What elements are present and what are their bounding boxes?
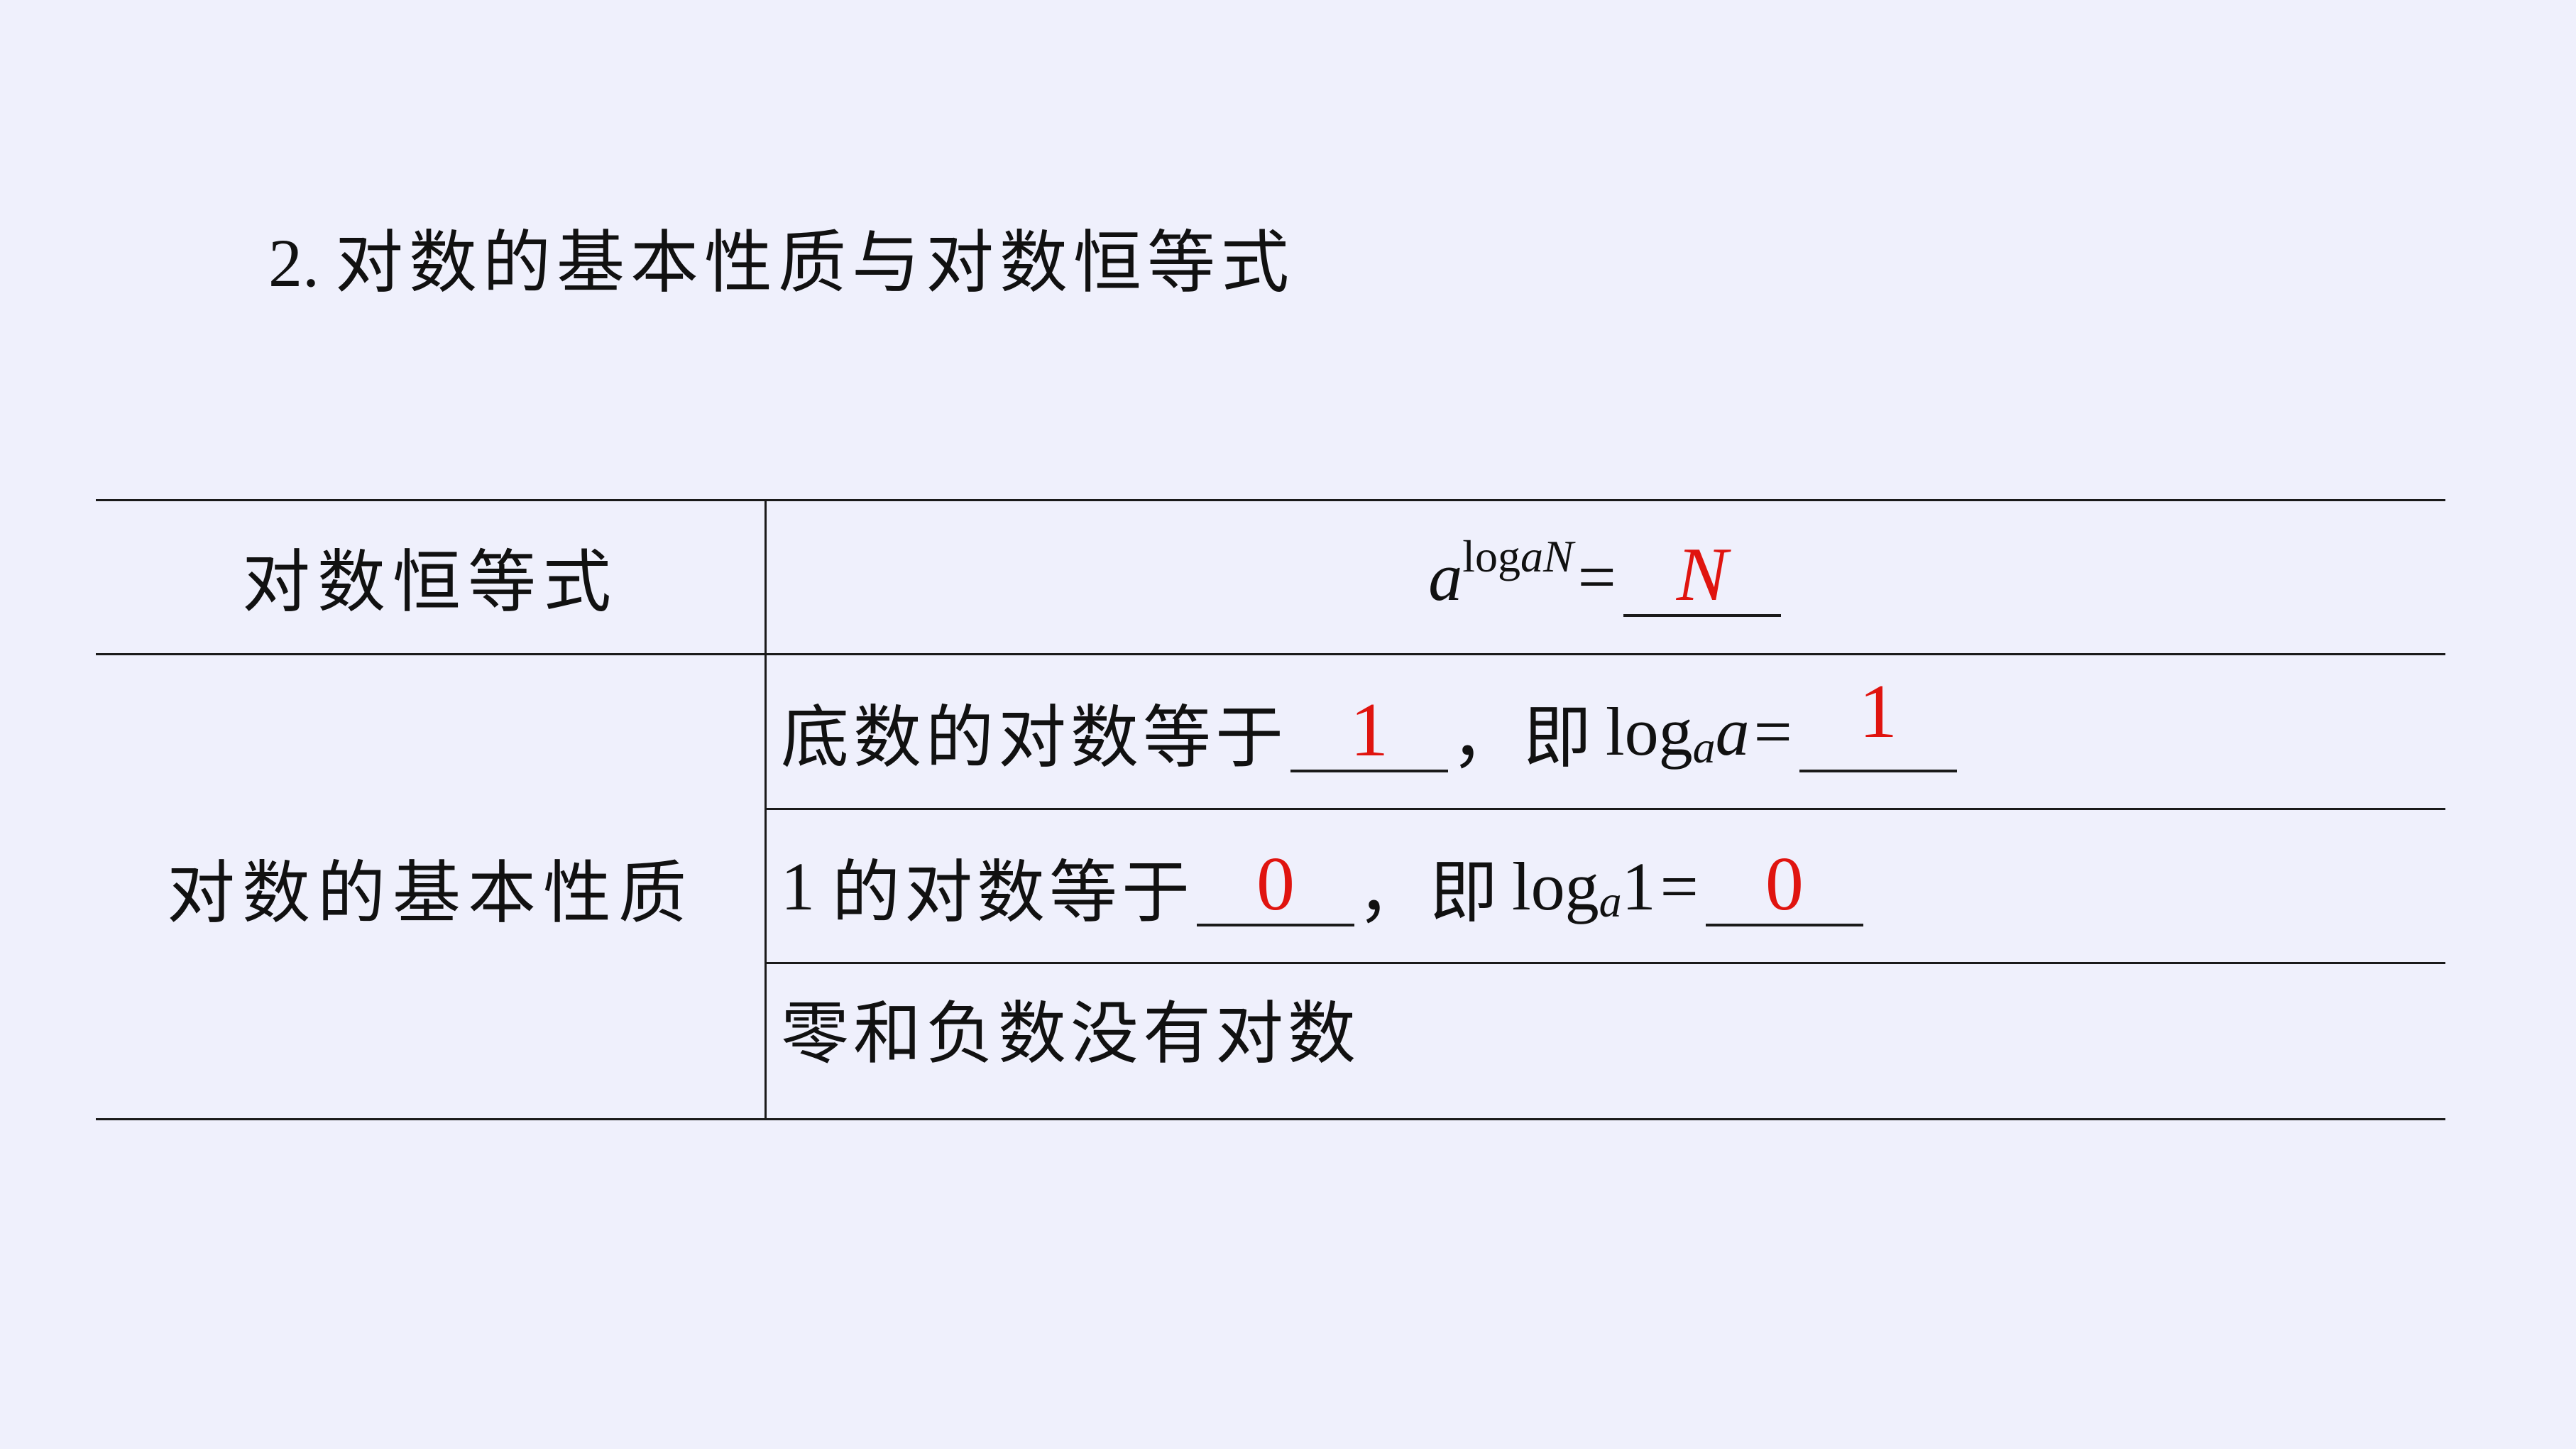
- identity-label-cell: 对数恒等式: [96, 499, 764, 653]
- table-subrow-rule: [764, 808, 2445, 810]
- properties-label-cell: 对数的基本性质: [96, 655, 764, 1118]
- equals-sign: =: [1753, 694, 1792, 770]
- section-heading: 2.对数的基本性质与对数恒等式: [268, 213, 1295, 312]
- answer-blank: 0: [1197, 846, 1354, 926]
- property-text: 的对数等于: [832, 852, 1194, 932]
- properties-label: 对数的基本性质: [167, 853, 694, 933]
- property-connector: ，即: [1451, 698, 1596, 777]
- table-bottom-rule: [96, 1118, 2445, 1120]
- identity-label: 对数恒等式: [242, 542, 618, 622]
- log-base: a: [1599, 876, 1622, 926]
- equals-sign: =: [1660, 848, 1699, 924]
- answer-blank: 1: [1290, 691, 1448, 772]
- table-column-divider: [764, 499, 767, 1120]
- identity-formula: alogaN=N: [1428, 531, 1784, 617]
- table-top-rule: [96, 499, 2445, 501]
- identity-formula-cell: alogaN=N: [767, 499, 2445, 653]
- log-symbol: log: [1606, 694, 1693, 770]
- log-argument: 1: [1621, 848, 1656, 924]
- table-row-rule: [96, 653, 2445, 655]
- property-row: 零和负数没有对数: [767, 964, 2431, 1118]
- log-symbol: log: [1512, 848, 1599, 924]
- property-text: 底数的对数等于: [781, 698, 1288, 777]
- property-number: 1: [781, 848, 815, 924]
- equals-sign: =: [1577, 538, 1616, 615]
- log-base: a: [1692, 721, 1716, 772]
- answer-blank: N: [1623, 535, 1781, 617]
- section-number: 2.: [268, 225, 319, 301]
- property-text: 零和负数没有对数: [781, 994, 1360, 1073]
- formula-exponent: logaN: [1462, 530, 1574, 581]
- answer-blank: 0: [1705, 846, 1863, 926]
- answer-blank: 1: [1799, 672, 1957, 772]
- section-title: 对数的基本性质与对数恒等式: [335, 223, 1295, 302]
- formula-base: a: [1428, 538, 1463, 615]
- table-subrow-rule: [764, 962, 2445, 964]
- log-argument: a: [1715, 694, 1750, 770]
- property-connector: ，即: [1357, 852, 1502, 932]
